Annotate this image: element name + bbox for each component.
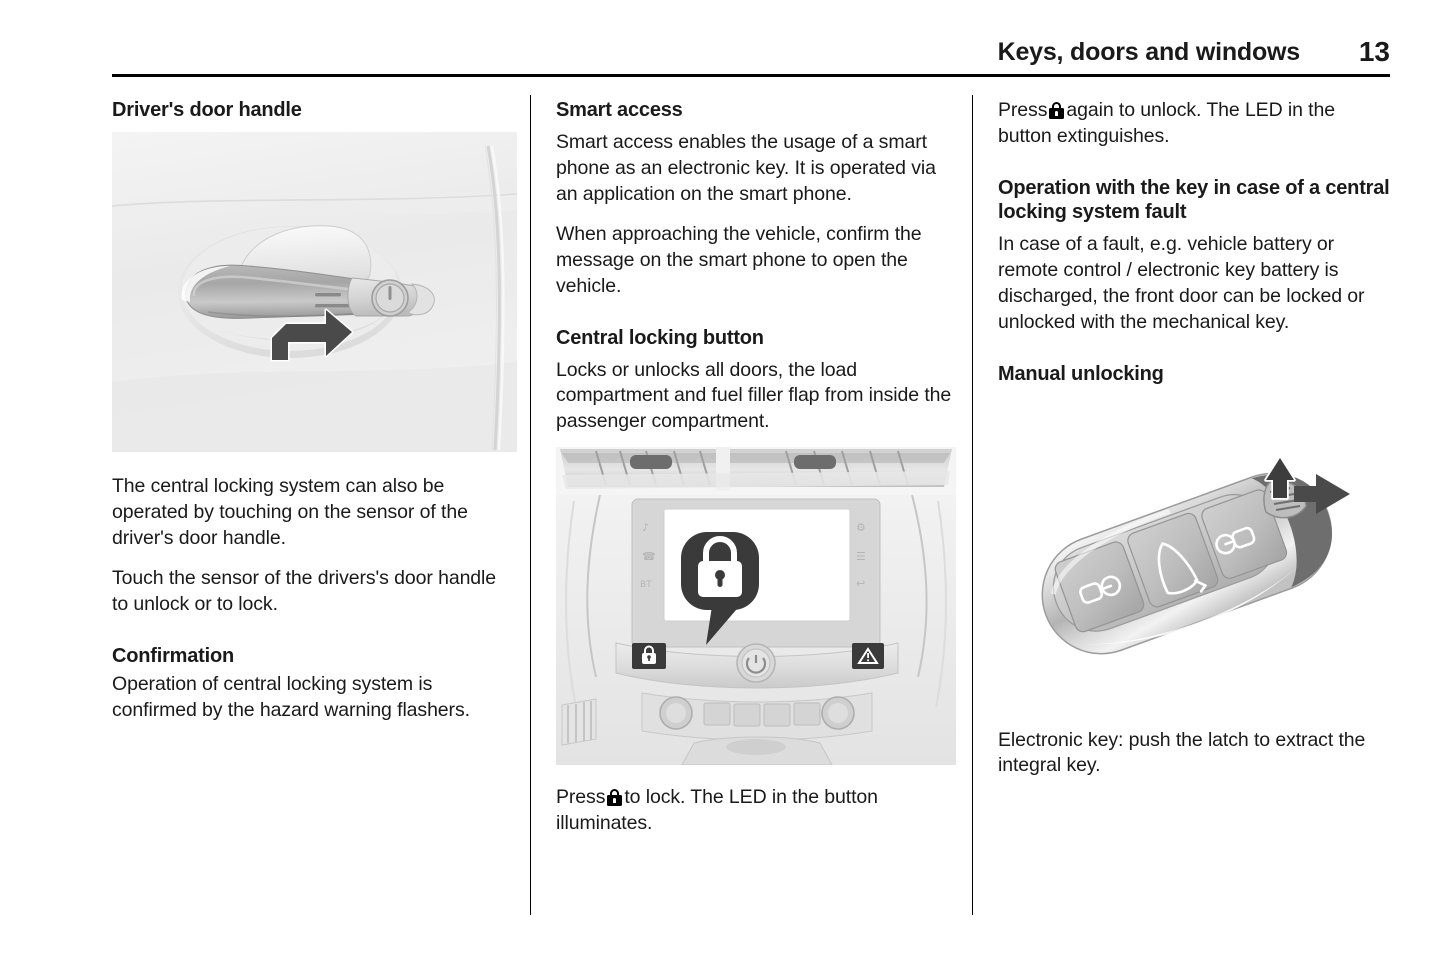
climate-knob-right [821, 696, 855, 731]
heading-confirmation: Confirmation [112, 644, 235, 667]
paragraph-central-locking-touch: The central locking system can also be o… [112, 475, 468, 549]
driver-door-handle-illustration [112, 132, 517, 452]
heading-operation-key-fault: Operation with the key in case of a cent… [998, 176, 1390, 223]
content-column-2: Smart access Smart access enables the us… [556, 98, 956, 837]
page-title: Keys, doors and windows [997, 38, 1301, 66]
push-latch-arrow [1264, 455, 1296, 500]
sensor-pointer-arrow [270, 308, 354, 362]
svg-text:♪: ♪ [642, 521, 649, 534]
dashboard-vent-strip [560, 447, 952, 492]
column-divider-left [530, 95, 531, 915]
screen-right-softkeys: ⚙ ☰ ↩ [856, 521, 866, 590]
side-air-vent [561, 698, 597, 746]
svg-text:☎: ☎ [642, 550, 656, 563]
heading-smart-access: Smart access [556, 99, 683, 121]
padlock-callout-icon [681, 532, 759, 611]
centre-console-illustration: ♪ ☎ BT ⚙ ☰ ↩ [556, 447, 956, 766]
power-icon [736, 643, 776, 684]
paragraph-fault-case: In case of a fault, e.g. vehicle battery… [998, 232, 1365, 333]
heading-manual-unlocking: Manual unlocking [998, 362, 1164, 385]
press-again-rest: again to unlock. The LED in the button e… [998, 99, 1335, 147]
column-divider-right [972, 95, 973, 915]
heading-central-locking-button: Central locking button [556, 326, 764, 349]
svg-text:⚙: ⚙ [856, 521, 866, 534]
svg-text:↩: ↩ [856, 577, 865, 590]
central-locking-button [632, 643, 666, 670]
paragraph-smart-access-approach: When approaching the vehicle, confirm th… [556, 222, 922, 297]
extract-key-arrow [1294, 473, 1350, 514]
paragraph-smart-access-intro: Smart access enables the usage of a smar… [556, 131, 936, 205]
paragraph-central-locking-button: Locks or unlocks all doors, the load com… [556, 358, 952, 433]
tailgate-open-icon [1157, 541, 1207, 595]
lock-icon [607, 789, 623, 807]
page-number: 13 [1358, 36, 1390, 67]
climate-knob-left [659, 696, 693, 731]
svg-text:BT: BT [640, 580, 652, 590]
svg-text:☰: ☰ [856, 550, 866, 563]
unlock-door-icon [1079, 575, 1122, 604]
press-label: Press [556, 786, 606, 809]
press-label-2: Press [998, 99, 1048, 121]
climate-buttons [703, 702, 821, 727]
hazard-warning-triangle-icon [852, 643, 884, 670]
paragraph-confirmation: Operation of central locking system is c… [112, 672, 470, 721]
lock-icon [1049, 102, 1065, 119]
screen-left-softkeys: ♪ ☎ BT [640, 521, 656, 590]
page-header: Keys, doors and windows 13 [112, 36, 1390, 80]
content-column-1: Driver's door handle [112, 98, 517, 723]
paragraph-electronic-key-latch: Electronic key: push the latch to extrac… [998, 728, 1366, 777]
press-to-lock-rest: to lock. The LED in the button illuminat… [556, 786, 878, 835]
header-rule [112, 74, 1390, 77]
electronic-key-illustration [998, 395, 1393, 716]
paragraph-touch-sensor: Touch the sensor of the drivers's door h… [112, 566, 497, 615]
lock-door-icon [1215, 526, 1256, 554]
heading-drivers-door-handle: Driver's door handle [112, 99, 302, 121]
